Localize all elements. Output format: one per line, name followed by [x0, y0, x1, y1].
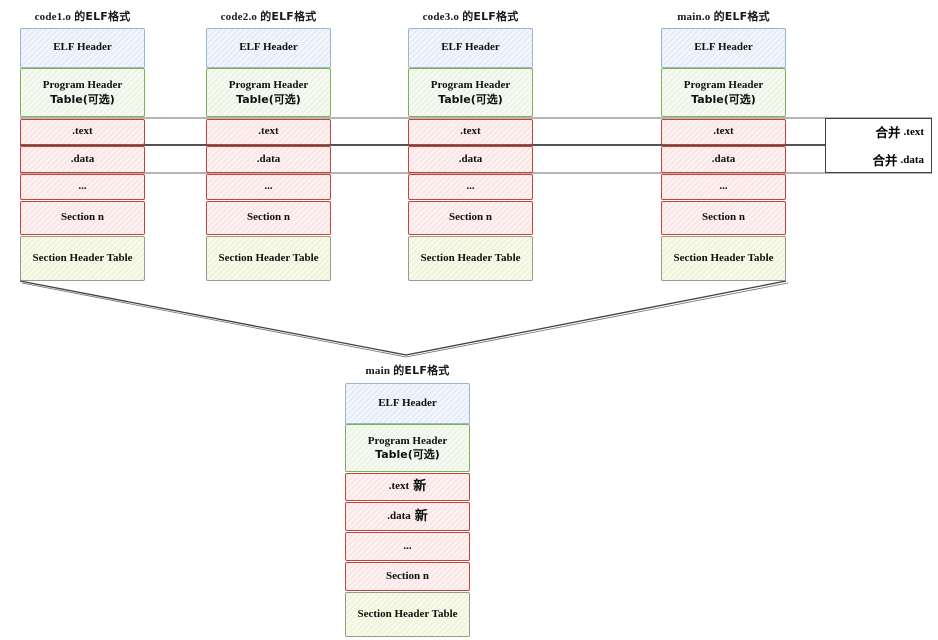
cell-section-header-table: Section Header Table: [20, 236, 145, 281]
column-title-code2: code2.o 的ELF格式: [206, 8, 331, 24]
cell-elf-header: ELF Header: [206, 28, 331, 68]
cell-text-section: .text: [408, 119, 533, 145]
cell-text-section: .text: [20, 119, 145, 145]
cell-section-n: Section n: [408, 201, 533, 235]
cell-section-header-table: Section Header Table: [661, 236, 786, 281]
cell-section-header-table: Section Header Table: [345, 592, 470, 637]
column-title-maino: main.o 的ELF格式: [661, 8, 786, 24]
column-title-prefix: code2.o: [220, 11, 258, 23]
merge-label-section: .data: [900, 153, 924, 166]
merge-label-cn: 合并: [875, 125, 901, 140]
cell-elf-header: ELF Header: [408, 28, 533, 68]
cell-section-n: Section n: [20, 201, 145, 235]
column-title-suffix: 的ELF格式: [260, 10, 317, 23]
output-title-main: main 的ELF格式: [345, 362, 470, 378]
new-badge-data: 新: [414, 508, 428, 524]
cell-text-section: .text: [206, 119, 331, 145]
cell-program-header-table: Program Header Table(可选): [206, 68, 331, 117]
cell-data-section: .data: [20, 146, 145, 173]
merge-row-text: 合并.text: [825, 118, 932, 145]
column-title-suffix: 的ELF格式: [462, 10, 519, 23]
cell-program-header-table: Program Header Table(可选): [408, 68, 533, 117]
merge-label-cn: 合并: [872, 153, 898, 168]
new-badge-text: 新: [413, 479, 427, 495]
cell-data-section: .data: [661, 146, 786, 173]
stack-main-output: ELF Header Program Header Table(可选) .tex…: [345, 383, 470, 637]
cell-section-n: Section n: [206, 201, 331, 235]
cell-data-section: .data: [206, 146, 331, 173]
cell-ellipsis-section: ...: [206, 174, 331, 200]
cell-program-header-table: Program Header Table(可选): [661, 68, 786, 117]
cell-elf-header: ELF Header: [20, 28, 145, 68]
merge-panel: [825, 118, 932, 173]
column-title-prefix: main.o: [677, 11, 711, 23]
cell-section-n: Section n: [661, 201, 786, 235]
cell-elf-header: ELF Header: [345, 383, 470, 424]
cell-program-header-table: Program Header Table(可选): [345, 424, 470, 472]
stack-code3: ELF Header Program Header Table(可选) .tex…: [408, 28, 533, 281]
cell-section-header-table: Section Header Table: [408, 236, 533, 281]
column-title-code3: code3.o 的ELF格式: [408, 8, 533, 24]
stack-code2: ELF Header Program Header Table(可选) .tex…: [206, 28, 331, 281]
cell-ellipsis-section: ...: [345, 532, 470, 561]
cell-program-header-table: Program Header Table(可选): [20, 68, 145, 117]
column-title-prefix: code1.o: [34, 11, 72, 23]
cell-ellipsis-section: ...: [20, 174, 145, 200]
column-title-prefix: code3.o: [422, 11, 460, 23]
column-title-suffix: 的ELF格式: [74, 10, 131, 23]
cell-ellipsis-section: ...: [408, 174, 533, 200]
stack-maino: ELF Header Program Header Table(可选) .tex…: [661, 28, 786, 281]
cell-section-n: Section n: [345, 562, 470, 591]
cell-elf-header: ELF Header: [661, 28, 786, 68]
cell-text-section: .text: [661, 119, 786, 145]
cell-ellipsis-section: ...: [661, 174, 786, 200]
merge-label-section: .text: [903, 125, 924, 138]
stack-code1: ELF Header Program Header Table(可选) .tex…: [20, 28, 145, 281]
column-title-code1: code1.o 的ELF格式: [20, 8, 145, 24]
cell-section-header-table: Section Header Table: [206, 236, 331, 281]
merge-row-data: 合并.data: [825, 146, 932, 173]
output-title-suffix: 的ELF格式: [393, 364, 450, 377]
output-title-prefix: main: [365, 365, 391, 377]
column-title-suffix: 的ELF格式: [713, 10, 770, 23]
cell-data-section: .data: [408, 146, 533, 173]
